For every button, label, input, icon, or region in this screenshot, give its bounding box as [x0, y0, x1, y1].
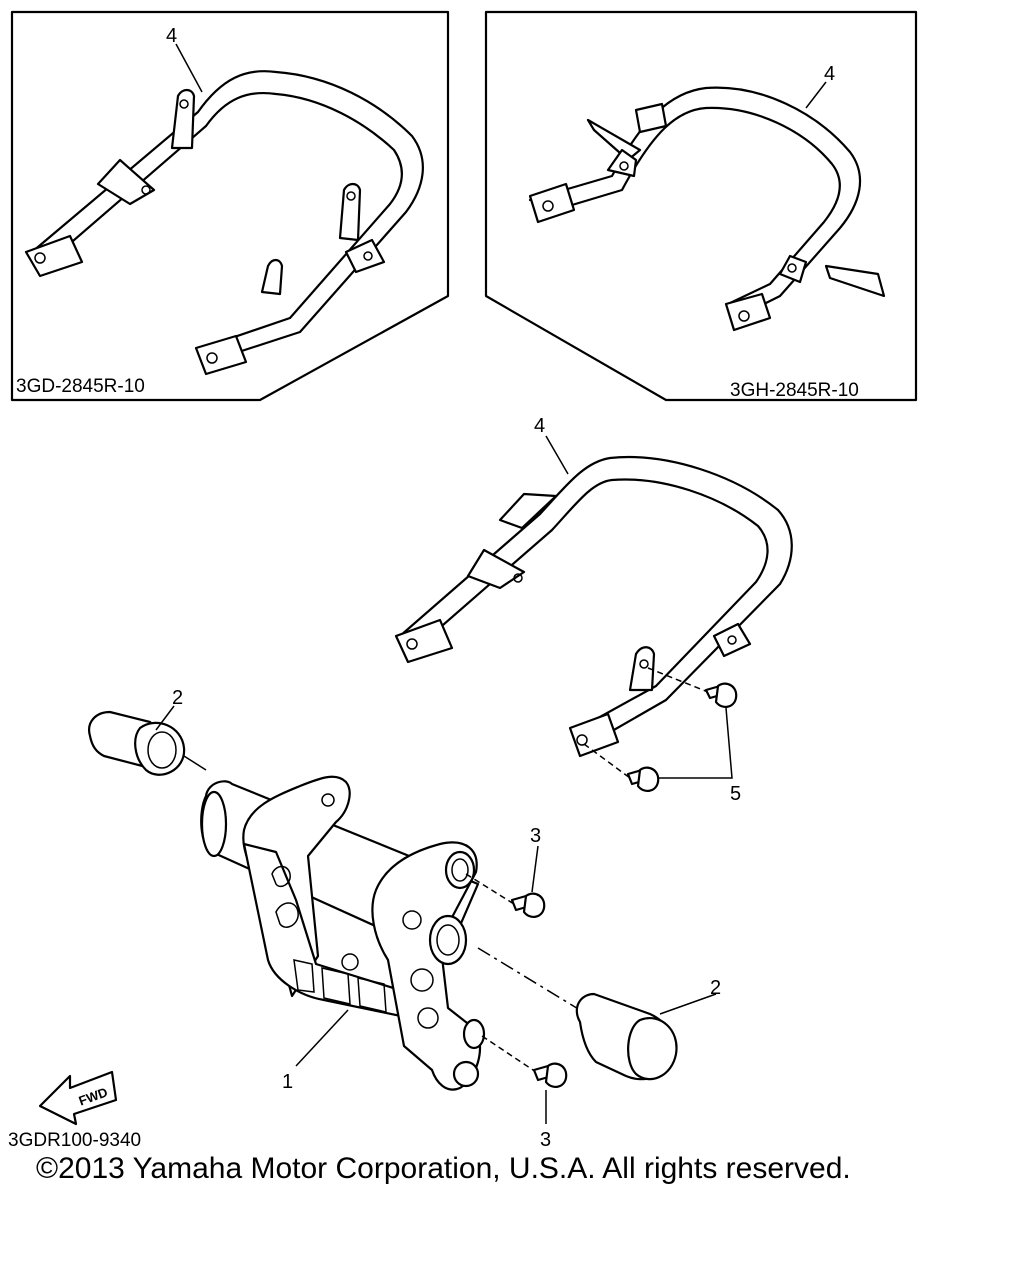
bolt-upper: 3	[465, 825, 546, 918]
panel-code-right: 3GH-2845R-10	[730, 380, 859, 401]
callout-bolt-lower: 3	[540, 1129, 551, 1151]
callout-cap-left: 2	[172, 687, 183, 709]
callout-guard-right-panel: 4	[824, 63, 835, 85]
callout-bolt-upper: 3	[530, 825, 541, 847]
callout-cap-right: 2	[710, 977, 721, 999]
inset-panel-right: 4 3GH-2845R-10	[484, 10, 918, 402]
panel-code-left: 3GD-2845R-10	[16, 376, 145, 397]
bolt-lower: 3	[481, 1035, 568, 1151]
callout-guard-main: 4	[534, 415, 545, 437]
fwd-arrow-icon: FWD	[38, 1070, 118, 1126]
inset-panel-left: 4 3GD-2845R-10	[10, 10, 450, 402]
grab-bar: 4	[394, 415, 793, 758]
end-cap-left: 2	[88, 687, 207, 776]
callout-bolt-grab-bar: 5	[730, 783, 741, 805]
diagram-code: 3GDR100-9340	[8, 1130, 141, 1151]
bolts-grab-bar: 5	[583, 667, 741, 805]
copyright-notice: ©2013 Yamaha Motor Corporation, U.S.A. A…	[36, 1152, 851, 1185]
callout-guard-left-panel: 4	[166, 25, 177, 47]
bracket-assembly: 1	[200, 775, 486, 1093]
callout-bracket: 1	[282, 1071, 293, 1093]
end-cap-right: 2	[477, 947, 721, 1081]
